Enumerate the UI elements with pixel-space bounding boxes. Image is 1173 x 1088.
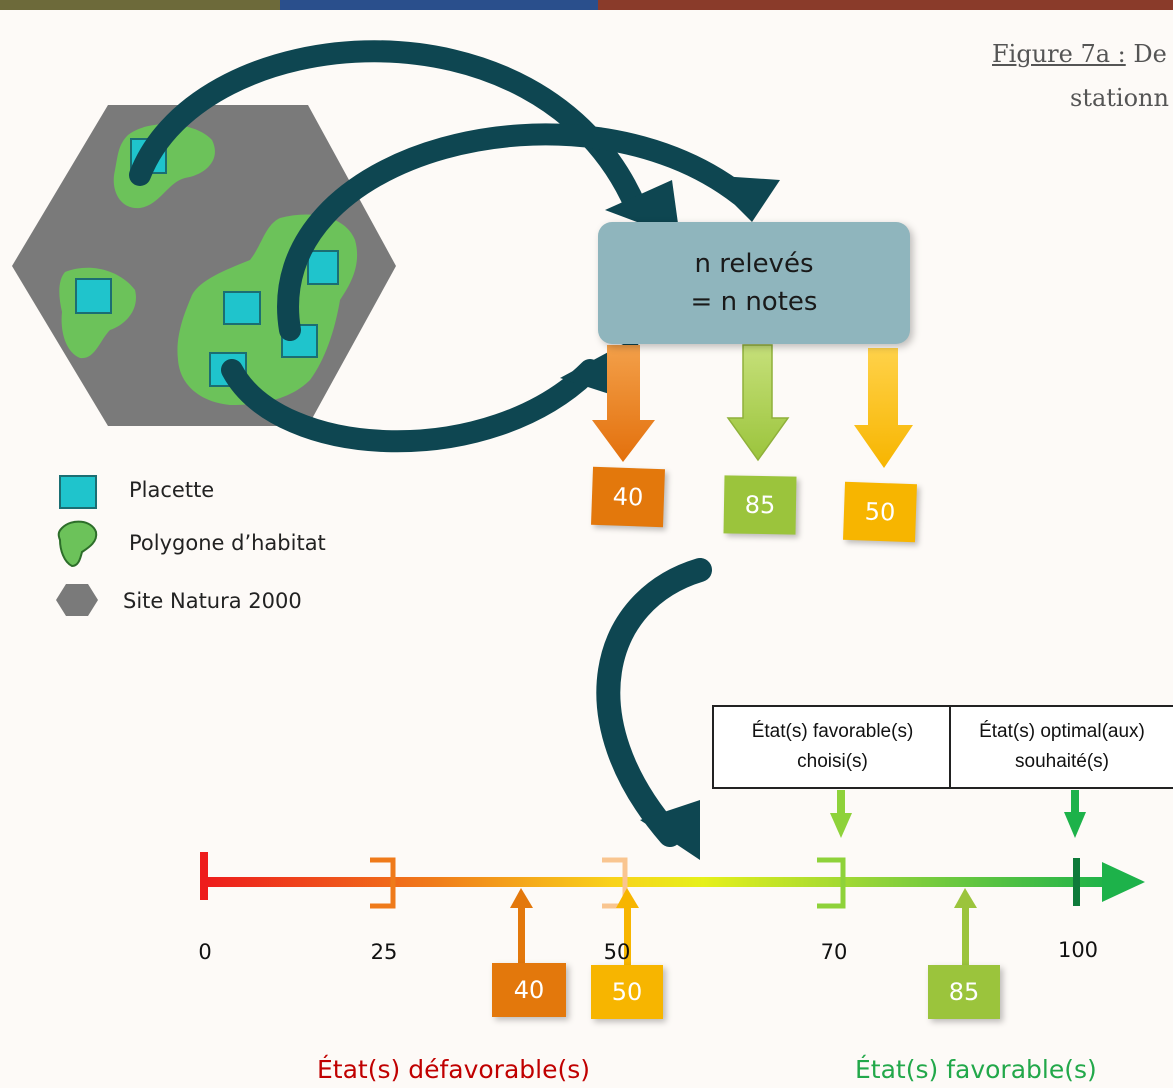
scale-end-tick [1073,858,1080,906]
optimal-state-line1: État(s) optimal(aux) [979,721,1145,742]
bracket-25 [370,857,396,909]
yellow-down-arrow [854,348,913,468]
scale-start-tick [200,852,208,900]
curved-arrow-middle [277,123,751,341]
optimal-arrow-head [1064,812,1086,838]
up-arrow-85-shaft [962,905,969,965]
figure-caption-text: De [1133,40,1167,68]
scale-note-85: 85 [928,965,1000,1019]
arrowhead-middle [705,175,780,222]
legend-site-label: Site Natura 2000 [123,589,302,613]
tick-label-70: 70 [820,940,848,964]
releves-line2: = n notes [690,287,818,317]
curved-arrows [129,40,751,847]
legend-polygon-icon [57,520,98,568]
scale-note-50: 50 [591,965,663,1019]
state-arrows [830,790,1086,838]
scale-bar [205,877,1105,887]
placette-2 [75,278,112,314]
tick-label-0: 0 [198,940,212,964]
optimal-arrow-shaft [1071,790,1079,814]
tick-label-100: 100 [1057,938,1099,962]
legend-placette-icon [59,475,97,509]
legend-site-icon [56,584,98,616]
bracket-70 [817,857,846,909]
note-tile-50-top: 50 [843,481,917,543]
scale-note-40: 40 [492,963,566,1017]
orange-down-arrow [592,345,655,462]
favorable-state-box: État(s) favorable(s) choisi(s) [712,705,953,789]
placette-squares [75,138,339,387]
up-arrow-40-head [510,888,533,908]
curved-arrow-bottom [221,359,601,453]
placette-3 [223,291,261,325]
green-down-arrow [726,344,790,462]
up-arrow-40-shaft [518,905,525,965]
favorable-arrow-head [830,813,852,838]
up-arrow-50-head [616,888,639,908]
scale-arrowhead [1102,862,1145,902]
favorable-arrow-shaft [837,790,845,815]
optimal-state-box: État(s) optimal(aux) souhaité(s) [949,705,1173,789]
curved-arrow-down [596,558,712,847]
placette-4 [307,250,339,285]
releves-box: n relevés = n notes [598,222,910,344]
note-tile-40-top: 40 [591,466,665,528]
bracket-50 [602,857,628,909]
up-arrow-50-shaft [624,905,631,965]
figure-caption-line1: Figure 7a : De [992,40,1167,68]
note-up-arrows [510,888,977,965]
releves-line1: n relevés [694,249,814,279]
label-favorable: État(s) favorable(s) [855,1055,1097,1084]
note-tile-85-top: 85 [723,475,797,535]
favorable-state-line2: choisi(s) [797,751,868,772]
optimal-state-line2: souhaité(s) [1015,751,1109,772]
tick-label-50: 50 [603,940,631,964]
figure-caption-line2: stationn [1070,84,1169,112]
legend-placette-label: Placette [129,478,215,502]
header-photo-strip [0,0,1173,10]
legend-polygon-label: Polygone d’habitat [129,531,326,555]
arrowhead-down [640,800,700,860]
up-arrow-85-head [954,888,977,908]
figure-label: Figure 7a : [992,40,1126,68]
label-defavorable: État(s) défavorable(s) [317,1055,590,1084]
tick-label-25: 25 [370,940,398,964]
favorable-state-line1: État(s) favorable(s) [751,721,914,742]
